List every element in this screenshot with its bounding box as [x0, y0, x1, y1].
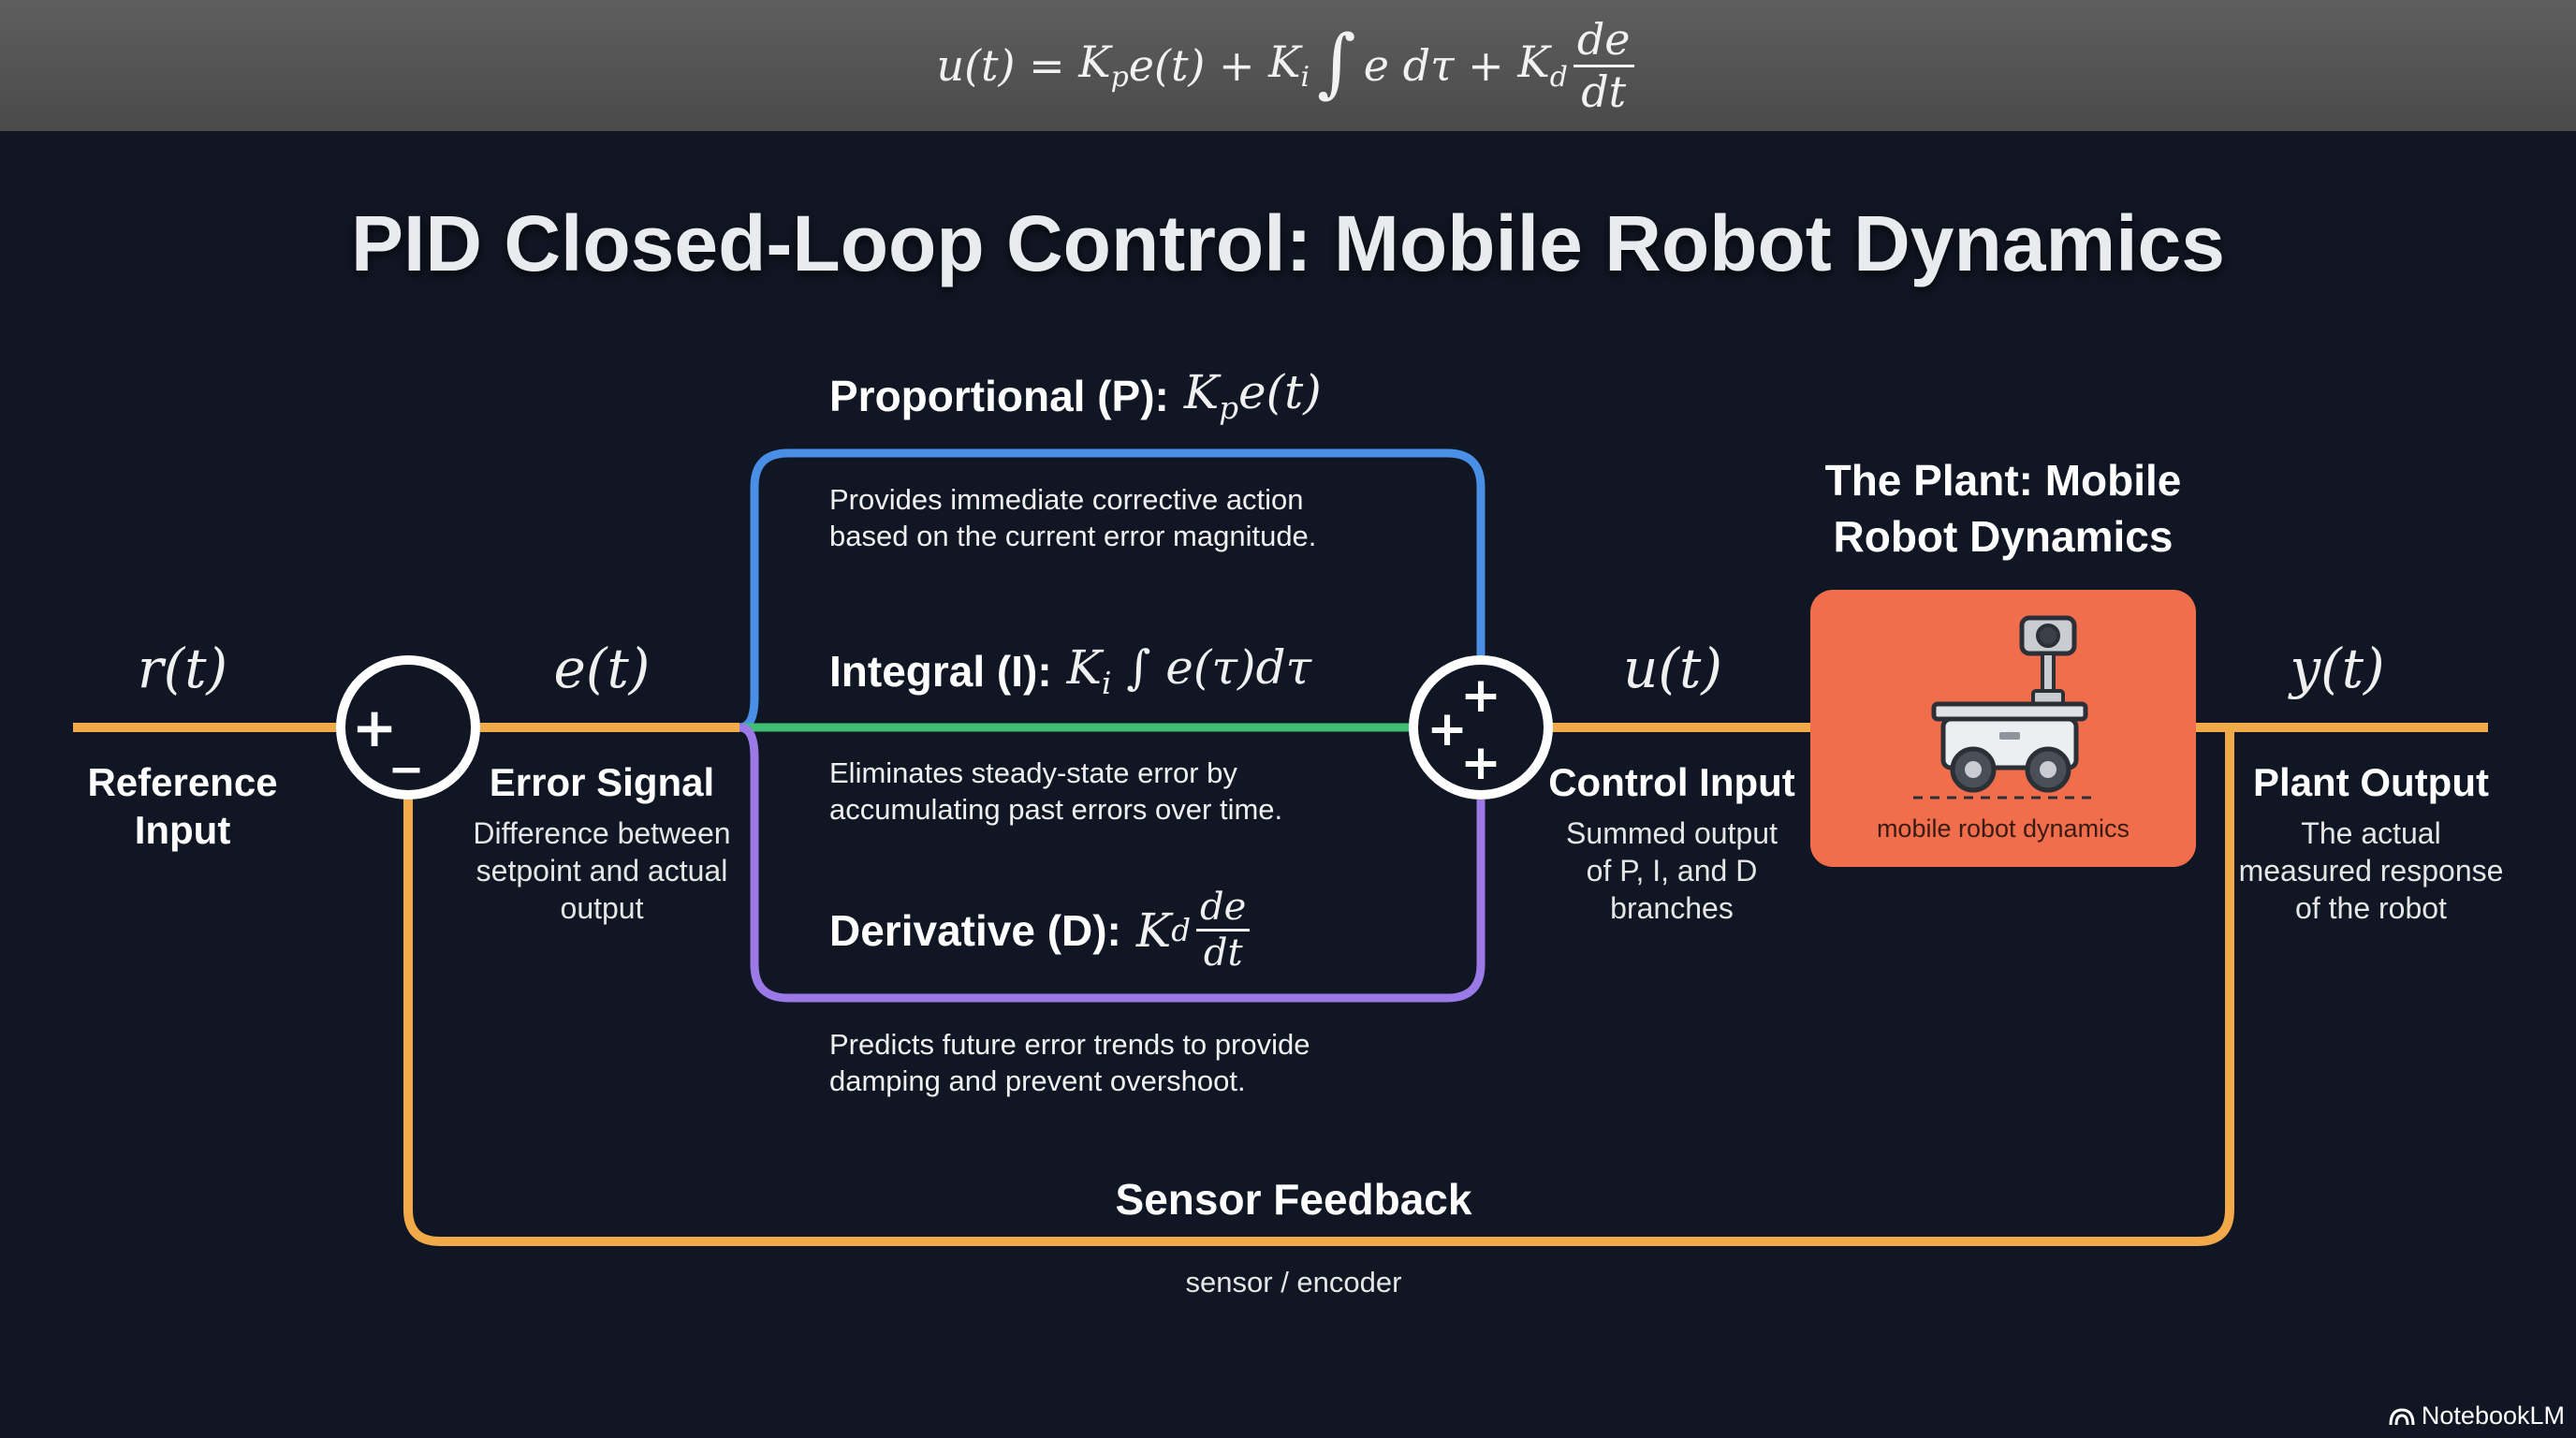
output-variable: y(t)	[2290, 637, 2385, 700]
output-description: The actual measured response of the robo…	[2238, 816, 2504, 925]
output-title: Plant Output	[2253, 760, 2489, 804]
proportional-term: Kpe(t)	[1183, 365, 1322, 426]
pid-formula: u(t) = Kp e(t) + Ki ∫ e dτ + Kd de dt	[0, 0, 2576, 131]
proportional-description: Provides immediate corrective action bas…	[829, 483, 1317, 553]
plant-block: mobile robot dynamics	[1810, 590, 2196, 867]
page-title: PID Closed-Loop Control: Mobile Robot Dy…	[351, 199, 2225, 287]
derivative-description: Predicts future error trends to provide …	[829, 1028, 1310, 1098]
formula-kp-rest: e(t) +	[1128, 40, 1255, 91]
formula-kd: Kd	[1517, 37, 1568, 95]
reference-variable: r(t)	[137, 637, 228, 700]
formula-integrand: e dτ +	[1363, 40, 1504, 91]
control-title: Control Input	[1548, 760, 1795, 804]
control-description: Summed output of P, I, and D branches	[1566, 816, 1778, 925]
derivative-branch	[739, 723, 1486, 1003]
summing-junction-error: + _	[336, 655, 480, 800]
formula-kp: Kp	[1078, 37, 1129, 95]
integral-term: Ki ∫ e(τ)dτ	[1066, 640, 1312, 701]
integral-label: Integral (I):	[829, 646, 1052, 696]
formula-lhs: u(t) =	[936, 40, 1065, 91]
brand-watermark: NotebookLM	[2388, 1401, 2565, 1431]
junction-minus-sign: _	[393, 710, 420, 773]
error-variable: e(t)	[553, 637, 651, 700]
error-title: Error Signal	[489, 760, 715, 804]
integral-description: Eliminates steady-state error by accumul…	[829, 756, 1283, 827]
plant-title: The Plant: Mobile Robot Dynamics	[1824, 456, 2182, 561]
proportional-branch	[739, 448, 1486, 732]
junction-plus-top: +	[1460, 668, 1501, 724]
control-variable: u(t)	[1623, 637, 1722, 700]
reference-title: Reference Input	[87, 760, 278, 853]
integral-heading: Integral (I): Ki ∫ e(τ)dτ	[829, 640, 1311, 701]
notebooklm-icon	[2389, 1407, 2415, 1425]
brand-name: NotebookLM	[2421, 1401, 2565, 1430]
plant-caption: mobile robot dynamics	[1876, 814, 2130, 843]
formula-ki: Ki	[1268, 37, 1310, 95]
feedback-subtitle: sensor / encoder	[1185, 1266, 1402, 1299]
junction-plus-bottom: +	[1460, 735, 1501, 791]
junction-plus-left: +	[1427, 701, 1468, 757]
feedback-title: Sensor Feedback	[1115, 1175, 1472, 1224]
error-description: Difference between setpoint and actual o…	[473, 816, 731, 925]
derivative-label: Derivative (D):	[829, 905, 1121, 955]
summing-junction-control: + + +	[1409, 655, 1553, 800]
formula-bar	[0, 0, 2576, 131]
formula-derivative-fraction: de dt	[1573, 17, 1634, 114]
proportional-heading: Proportional (P): Kpe(t)	[829, 365, 1322, 426]
formula-integral-sign: ∫	[1317, 18, 1356, 106]
junction-plus-sign: +	[352, 696, 398, 759]
mobile-robot-icon	[1913, 615, 2095, 800]
proportional-label: Proportional (P):	[829, 371, 1169, 420]
feedback-loop	[403, 727, 2234, 1246]
